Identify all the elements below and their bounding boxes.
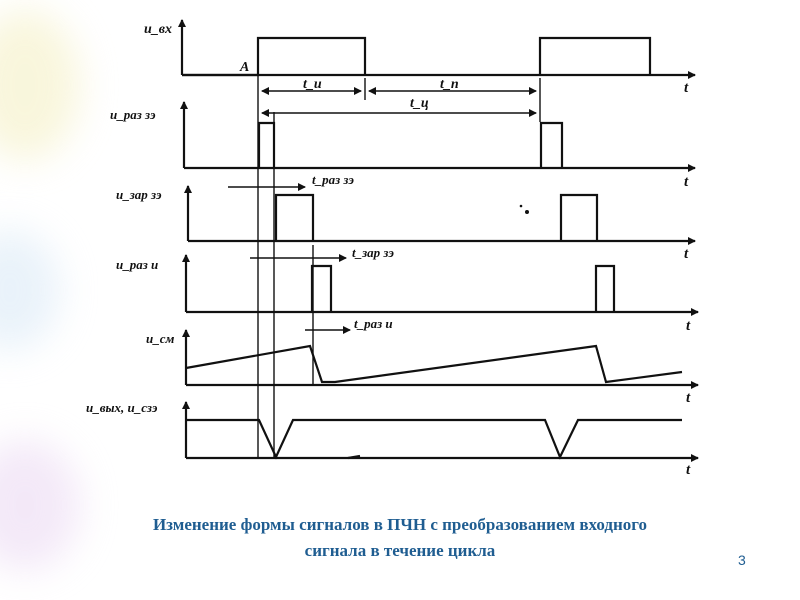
u-disch-ze-pulse-1 bbox=[257, 121, 276, 168]
slide-caption: Изменение формы сигналов в ПЧН с преобра… bbox=[60, 512, 740, 564]
label-u-saw: u_см bbox=[146, 331, 175, 346]
u-disch-i-pulse-1 bbox=[310, 264, 333, 312]
stray-dot-2 bbox=[519, 204, 523, 208]
u-chg-ze-pulse-1 bbox=[274, 193, 315, 241]
axis-t-label-6: t bbox=[686, 462, 691, 478]
caption-line-2: сигнала в течение цикла bbox=[304, 541, 496, 560]
axis-t-label-5: t bbox=[686, 390, 691, 406]
label-t-disch-ze: t_раз зэ bbox=[312, 172, 355, 187]
axis-t-label-1: t bbox=[684, 80, 689, 96]
label-u-chg-ze: u_зар зэ bbox=[116, 187, 162, 202]
u-out-waveform bbox=[186, 418, 682, 460]
label-u-in: u_вх bbox=[144, 22, 172, 37]
axis-t-label-3: t bbox=[684, 246, 689, 262]
label-u-disch-i: u_раз и bbox=[116, 257, 158, 272]
page-number: 3 bbox=[738, 552, 746, 568]
caption-line-1: Изменение формы сигналов в ПЧН с преобра… bbox=[152, 515, 648, 534]
label-t-i: t_и bbox=[303, 77, 322, 92]
u-out-small-tick bbox=[347, 454, 361, 460]
u-in-pulse-1 bbox=[182, 36, 367, 77]
u-saw-waveform bbox=[185, 344, 683, 384]
stray-dot bbox=[525, 210, 529, 214]
u-disch-ze-pulse-2 bbox=[539, 121, 564, 168]
label-u-out: u_вых, u_сзэ bbox=[86, 400, 158, 415]
label-t-p: t_п bbox=[440, 77, 459, 92]
point-a-label: A bbox=[239, 60, 249, 75]
label-t-disch-i: t_раз и bbox=[354, 316, 393, 331]
u-chg-ze-pulse-2 bbox=[559, 193, 599, 241]
label-u-disch-ze: u_раз зэ bbox=[110, 107, 156, 122]
label-t-chg-ze: t_зар зэ bbox=[352, 245, 395, 260]
u-disch-i-pulse-2 bbox=[594, 264, 616, 312]
label-t-ts: t_ц bbox=[410, 96, 429, 111]
axis-t-label-2: t bbox=[684, 174, 689, 190]
u-in-pulse-2 bbox=[538, 36, 652, 75]
axis-t-label-4: t bbox=[686, 318, 691, 334]
